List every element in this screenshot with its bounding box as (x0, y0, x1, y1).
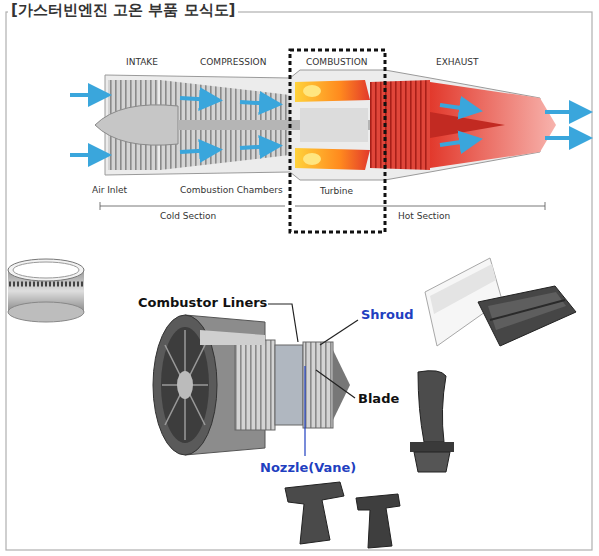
part-label: Nozzle(Vane) (260, 461, 356, 476)
section-label: EXHAUST (436, 57, 479, 67)
section-label: INTAKE (126, 57, 158, 67)
part-label: Air Inlet (92, 185, 127, 195)
section-label: COMBUSTION (306, 57, 368, 67)
section-label: Cold Section (160, 211, 216, 221)
section-label: Hot Section (398, 211, 450, 221)
part-label: Blade (358, 392, 399, 407)
part-label: Combustion Chambers (180, 185, 283, 195)
part-label: Turbine (320, 186, 353, 196)
title-text: [가스터빈엔진 고온 부품 모식도] (8, 2, 238, 19)
part-label: Combustor Liners (138, 296, 267, 311)
part-label: Shroud (361, 308, 414, 323)
section-label: COMPRESSION (200, 57, 266, 67)
